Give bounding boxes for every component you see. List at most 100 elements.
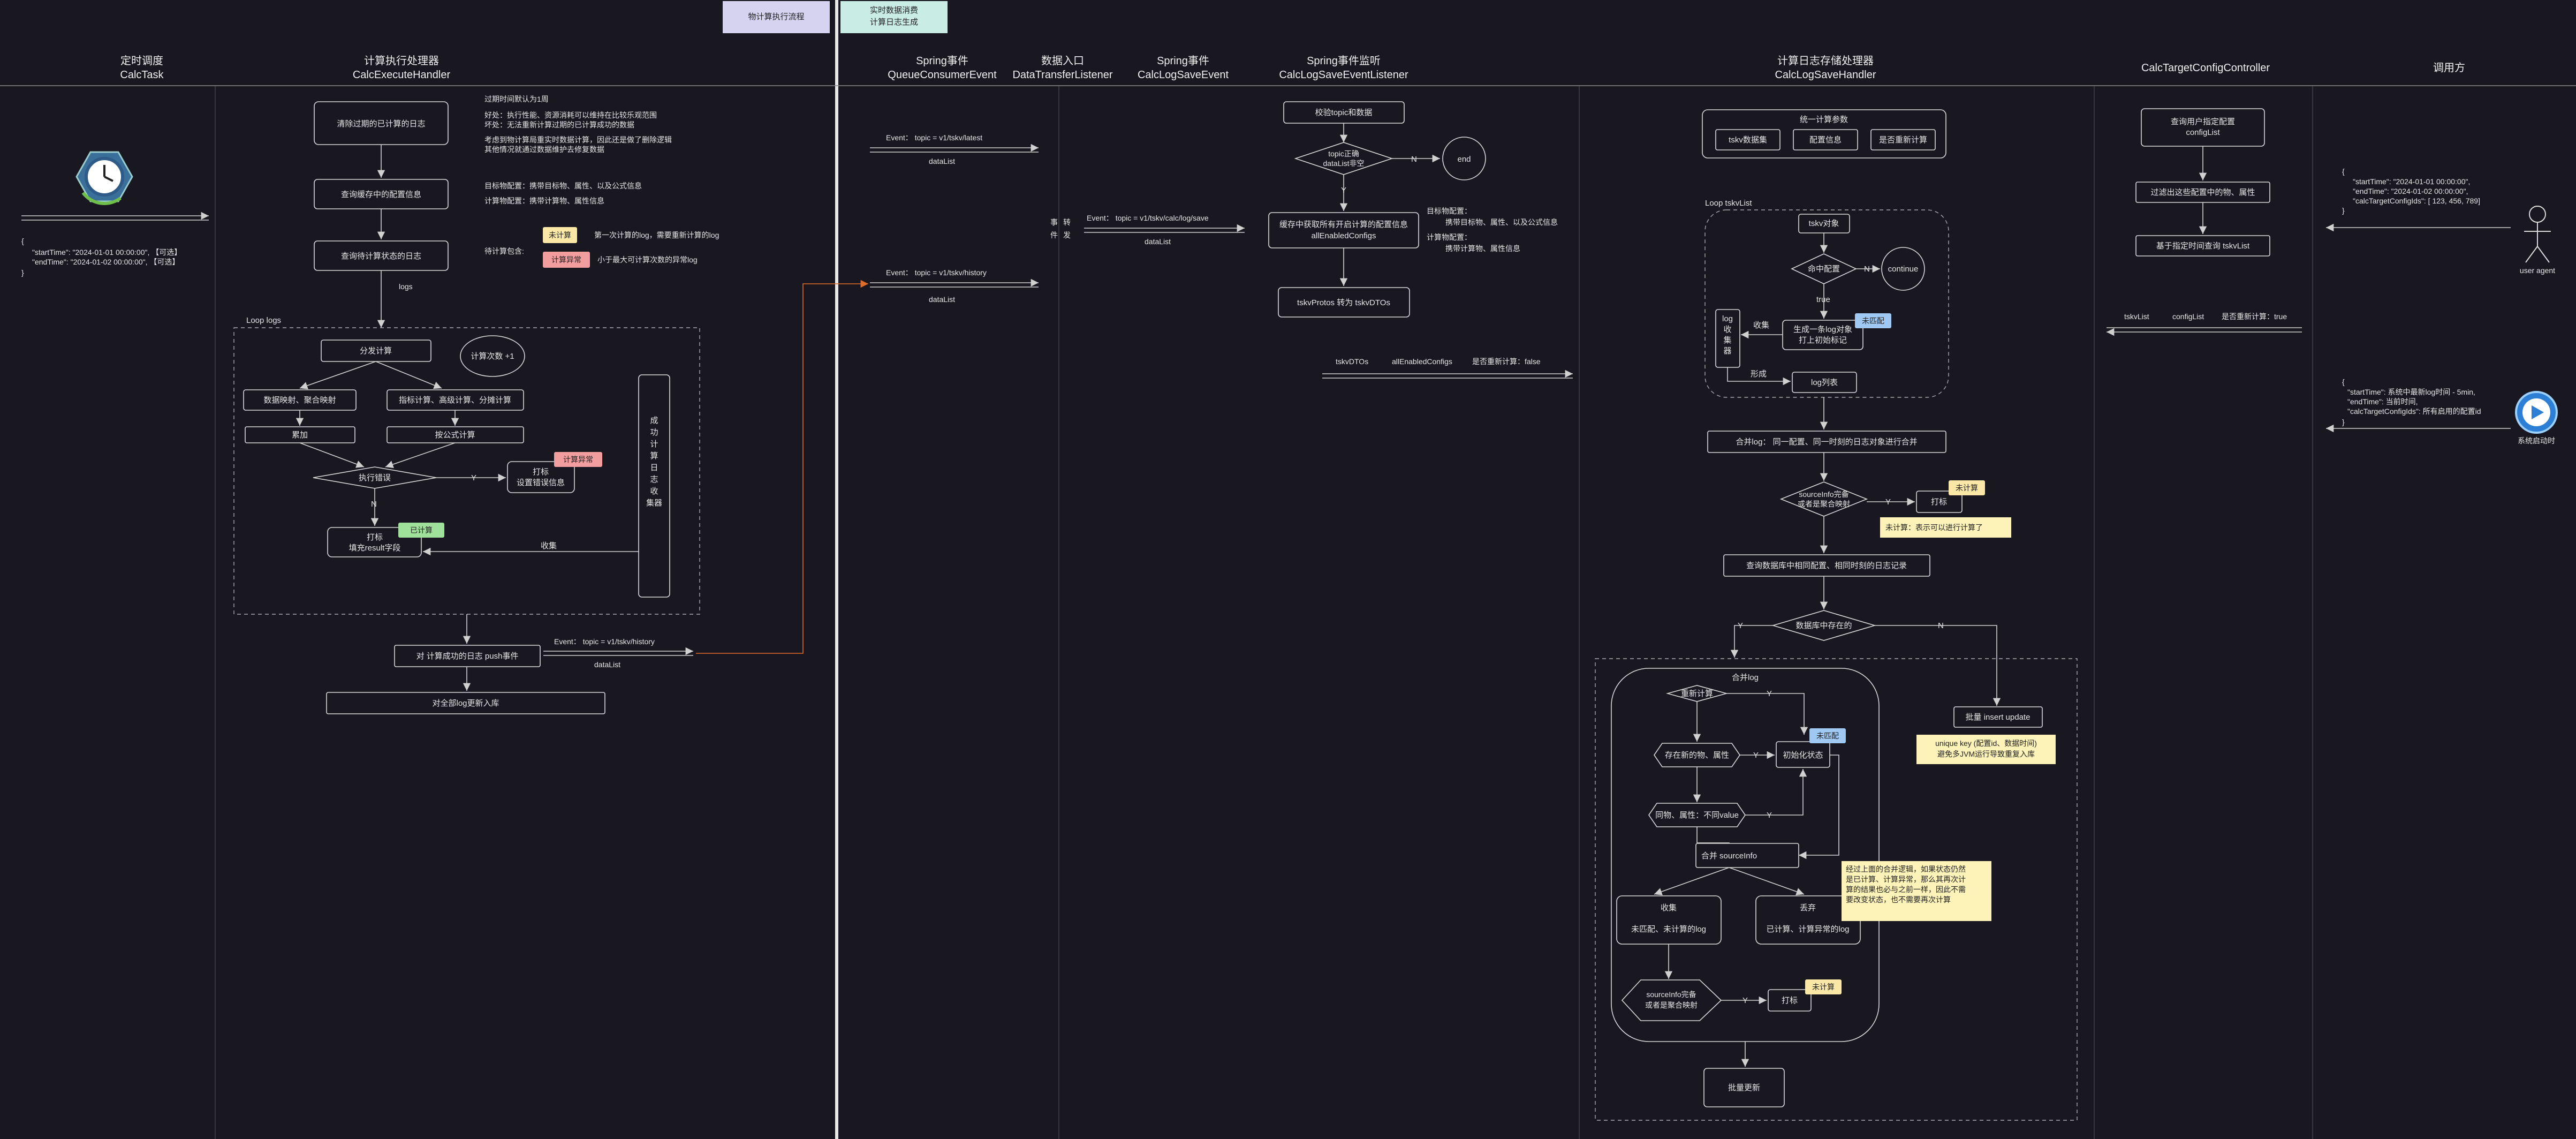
note-merge-logic	[1842, 861, 1991, 921]
badge-calculated	[398, 523, 444, 538]
param-recalc-text: 是否重新计算	[1879, 135, 1927, 145]
node-query-db	[1723, 554, 1930, 577]
node-query-db-text: 查询数据库中相同配置、相同时刻的日志记录	[1746, 561, 1907, 570]
node-cache-config-line2: allEnabledConfigs	[1312, 231, 1376, 240]
param-dtos-text: tskv数据集	[1729, 135, 1767, 145]
lane-listener-cn: Spring事件监听	[1307, 55, 1381, 67]
consumer-datalist-2: dataList	[929, 295, 955, 304]
lane-calctask-cn: 定时调度	[120, 55, 163, 67]
node-metric-calc-text: 指标计算、高级计算、分摊计算	[399, 395, 511, 405]
node-collector-c1: 成	[650, 416, 658, 425]
badge-error-tag-text: 计算异常	[563, 455, 593, 464]
node-collector-c6: 志	[650, 475, 658, 484]
badge-calc-error	[543, 252, 590, 268]
transfer-char-4: 发	[1063, 231, 1071, 239]
node-cache-config-line1: 缓存中获取所有开启计算的配置信息	[1279, 220, 1408, 229]
node-collector-c8: 集器	[646, 499, 662, 508]
consumer-lane: Event： topic = v1/tskv/latest dataList E…	[870, 133, 1039, 304]
lane-transfer-cn: 数据入口	[1041, 55, 1084, 67]
decision-same-target-text: 同物、属性：不同value	[1655, 811, 1739, 820]
lane-caller: 调用方	[2433, 62, 2465, 74]
badge-uncalc-3-text: 未计算	[1812, 983, 1835, 991]
transfer-char-1: 事	[1050, 218, 1058, 227]
listener-lane: 校验topic和数据 topic正确 dataList非空 N end Y 缓存…	[1268, 101, 1573, 379]
node-end	[1442, 137, 1486, 180]
node-unified-params-text: 统一计算参数	[1800, 115, 1848, 124]
edge-datalist: dataList	[594, 660, 620, 669]
node-batch-update-2	[1703, 1068, 1785, 1107]
node-query-tskv	[2135, 235, 2270, 257]
node-push-event	[394, 645, 541, 667]
decision-new-target-text: 存在新的物、属性	[1665, 751, 1729, 760]
badge-unmatched-1	[1855, 313, 1891, 328]
decision-sourceinfo-2	[1621, 979, 1722, 1021]
consumer-event-history: Event： topic = v1/tskv/history	[886, 268, 987, 277]
lane-logsave-cn: Spring事件	[1157, 55, 1209, 67]
listener-note-target: 目标物配置：	[1427, 207, 1472, 215]
node-query-user-config	[2141, 108, 2265, 147]
node-log-collector-c4: 器	[1723, 346, 1731, 356]
transfer-char-3: 件	[1050, 231, 1058, 239]
listener-dtos: tskvDTOs	[1336, 357, 1368, 366]
lane-consumer-cn: Spring事件	[916, 55, 968, 67]
edge-collect: 收集	[541, 541, 557, 550]
note-pending-label: 待计算包含:	[484, 247, 524, 255]
note-expire-5: 其他情况就通过数据维护去修复数据	[484, 145, 604, 154]
edge-y-8: Y	[1742, 996, 1748, 1005]
badge-uncalc-2-text: 未计算	[1956, 484, 1978, 492]
badge-unmatched-2-text: 未匹配	[1816, 731, 1839, 740]
calctask-param-open: {	[21, 237, 24, 245]
caller-params-ids: "calcTargetConfigIds": [ 123, 456, 789]	[2353, 197, 2480, 205]
node-collector-c2: 功	[650, 428, 658, 437]
note-expire-3: 坏处：无法重新计算过期的已计算成功的数据	[484, 120, 634, 129]
node-mark-uncalc-text: 打标	[1931, 497, 1947, 507]
merge-frame	[1595, 658, 2078, 1121]
decision-sourceinfo-2-line2: 或者是聚合映射	[1645, 1001, 1698, 1009]
node-log-list-text: log列表	[1811, 378, 1838, 387]
node-query-pending-text: 查询待计算状态的日志	[341, 251, 421, 261]
node-mark-error	[507, 461, 575, 493]
calctask-param-start: "startTime": "2024-01-01 00:00:00", 【可选】	[32, 248, 181, 257]
calctask-param-end: "endTime": "2024-01-02 00:00:00", 【可选】	[32, 258, 179, 266]
decision-exec-error-text: 执行错误	[359, 473, 391, 482]
badge-calculated-text: 已计算	[410, 526, 433, 534]
node-collector-c3: 计	[650, 440, 658, 449]
badge-unmatched-1-text: 未匹配	[1862, 316, 1884, 325]
node-init-state	[1776, 741, 1830, 768]
caller-sys-start: "startTime": 系统中最新log时间 - 5min,	[2347, 388, 2475, 396]
note-merge-4: 要改变状态，也不需要再次计算	[1846, 895, 1951, 904]
node-gen-log-line2: 打上初始标记	[1799, 336, 1847, 345]
edge-n-3: N	[1864, 265, 1870, 274]
transfer-lane: 事 转 件 发 Event： topic = v1/tskv/calc/log/…	[1050, 214, 1245, 246]
edge-y-7: Y	[1767, 811, 1772, 820]
node-continue	[1881, 247, 1925, 291]
node-accumulate-text: 累加	[292, 431, 308, 440]
node-fill-result-line2: 填充result字段	[349, 544, 401, 553]
badge-error-tag	[554, 452, 602, 467]
node-log-collector-c2: 收	[1723, 325, 1731, 334]
node-tskv-obj-text: tskv对象	[1809, 219, 1839, 228]
lane-handler-cn: 计算执行处理器	[364, 55, 439, 67]
lane-listener-en: CalcLogSaveEventListener	[1279, 69, 1408, 81]
node-query-user-config-line2: configList	[2186, 128, 2220, 137]
edge-yes-1: Y	[471, 473, 476, 482]
caller-sys-open: {	[2342, 378, 2345, 386]
node-collector-c4: 算	[650, 451, 658, 461]
consumer-event-latest: Event： topic = v1/tskv/latest	[886, 133, 982, 142]
node-mark-uncalc-2-text: 打标	[1782, 996, 1798, 1005]
tag-calc-flow-text: 物计算执行流程	[748, 12, 804, 21]
edge-form: 形成	[1751, 369, 1767, 379]
node-batch-insert	[1953, 706, 2043, 728]
clock-icon	[75, 151, 133, 205]
note-unique-key	[1916, 735, 2056, 764]
tag-realtime	[840, 1, 948, 33]
edge-event-history: Event： topic = v1/tskv/history	[554, 637, 655, 646]
caller-params-end: "endTime": "2024-01-02 00:00:00",	[2353, 187, 2468, 195]
param-config	[1793, 129, 1858, 150]
system-start-label: 系统启动时	[2518, 436, 2555, 445]
node-batch-update-text: 对全部log更新入库	[432, 698, 499, 708]
badge-uncalc-text: 未计算	[549, 231, 571, 239]
